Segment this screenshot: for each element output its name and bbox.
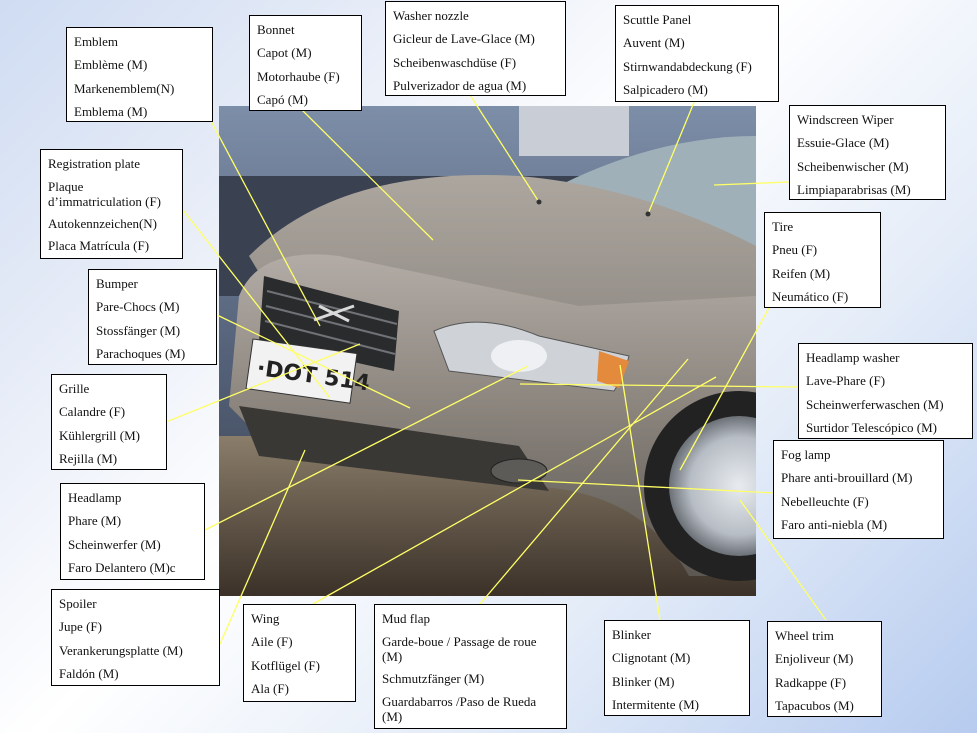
label-washer-fr: Gicleur de Lave-Glace (M) — [393, 31, 535, 46]
label-emblem-title: Emblem — [74, 34, 119, 49]
label-wiper-fr: Essuie-Glace (M) — [797, 135, 890, 150]
label-washer-nozzle: Washer nozzle Gicleur de Lave-Glace (M) … — [385, 1, 566, 96]
label-spoiler-es: Faldón (M) — [59, 666, 119, 681]
label-bumper-title: Bumper — [96, 276, 138, 291]
label-foglamp-fr: Phare anti-brouillard (M) — [781, 470, 913, 485]
foglamp-shape — [490, 458, 548, 484]
label-headlamp-washer: Headlamp washer Lave-Phare (F) Scheinwer… — [798, 343, 973, 439]
label-emblem-es: Emblema (M) — [74, 104, 148, 119]
label-bumper: Bumper Pare-Chocs (M) Stossfänger (M) Pa… — [88, 269, 217, 365]
label-wheeltrim-fr: Enjoliveur (M) — [775, 651, 854, 666]
label-hlwasher-es: Surtidor Telescópico (M) — [806, 420, 937, 435]
label-blinker: Blinker Clignotant (M) Blinker (M) Inter… — [604, 620, 750, 716]
label-registration-fr: Plaque d’immatriculation (F) — [48, 179, 162, 209]
label-grille-es: Rejilla (M) — [59, 451, 118, 466]
label-spoiler-fr: Jupe (F) — [59, 619, 102, 634]
label-scuttle-title: Scuttle Panel — [623, 12, 692, 27]
label-bumper-fr: Pare-Chocs (M) — [96, 299, 180, 314]
label-bonnet: Bonnet Capot (M) Motorhaube (F) Capó (M) — [249, 15, 362, 111]
label-wing-es: Ala (F) — [251, 681, 289, 696]
label-headlamp-fr: Phare (M) — [68, 513, 122, 528]
label-wing: Wing Aile (F) Kotflügel (F) Ala (F) — [243, 604, 356, 702]
label-bumper-es: Parachoques (M) — [96, 346, 186, 361]
label-tire-de: Reifen (M) — [772, 265, 831, 281]
label-blinker-fr: Clignotant (M) — [612, 650, 691, 665]
label-headlamp-es: Faro Delantero (M)c — [68, 560, 176, 575]
label-bonnet-es: Capó (M) — [257, 92, 308, 107]
label-wheeltrim-es: Tapacubos (M) — [775, 698, 854, 713]
label-wheeltrim-title: Wheel trim — [775, 628, 834, 643]
label-spoiler-title: Spoiler — [59, 596, 97, 611]
label-hlwasher-fr: Lave-Phare (F) — [806, 373, 886, 388]
label-spoiler: Spoiler Jupe (F) Verankerungsplatte (M) … — [51, 589, 220, 686]
label-registration-de: Autokennzeichen(N) — [48, 216, 158, 231]
label-wing-fr: Aile (F) — [251, 634, 293, 649]
label-mud-flap: Mud flap Garde-boue / Passage de roue (M… — [374, 604, 567, 729]
label-wiper-es: Limpiaparabrisas (M) — [797, 182, 911, 197]
photo-boat — [519, 106, 629, 156]
label-blinker-es: Intermitente (M) — [612, 697, 699, 712]
label-wheeltrim-de: Radkappe (F) — [775, 674, 847, 690]
label-bonnet-title: Bonnet — [257, 22, 295, 37]
label-foglamp-title: Fog lamp — [781, 447, 831, 462]
label-emblem-de: Markenemblem(N) — [74, 80, 175, 96]
label-blinker-title: Blinker — [612, 627, 651, 642]
label-hlwasher-de: Scheinwerferwaschen (M) — [806, 396, 944, 412]
label-wiper-de: Scheibenwischer (M) — [797, 158, 909, 174]
label-grille: Grille Calandre (F) Kühlergrill (M) Reji… — [51, 374, 167, 470]
label-bonnet-de: Motorhaube (F) — [257, 68, 340, 84]
label-tire-fr: Pneu (F) — [772, 242, 818, 257]
label-mudflap-de: Schmutzfänger (M) — [382, 671, 485, 686]
label-hlwasher-title: Headlamp washer — [806, 350, 900, 365]
label-registration-plate: Registration plate Plaque d’immatriculat… — [40, 149, 183, 259]
label-tire: Tire Pneu (F) Reifen (M) Neumático (F) — [764, 212, 881, 308]
label-wiper-title: Windscreen Wiper — [797, 112, 894, 127]
label-wing-de: Kotflügel (F) — [251, 657, 320, 673]
label-emblem-fr: Emblème (M) — [74, 57, 148, 72]
label-windscreen-wiper: Windscreen Wiper Essuie-Glace (M) Scheib… — [789, 105, 946, 200]
label-scuttle-de: Stirnwandabdeckung (F) — [623, 58, 752, 74]
label-registration-title: Registration plate — [48, 156, 141, 171]
car-photo: ·DOT 514 — [219, 106, 756, 596]
label-headlamp-title: Headlamp — [68, 490, 122, 505]
label-foglamp-es: Faro anti-niebla (M) — [781, 517, 888, 532]
label-registration-es: Placa Matrícula (F) — [48, 238, 150, 253]
label-washer-es: Pulverizador de agua (M) — [393, 78, 527, 93]
label-wing-title: Wing — [251, 611, 280, 626]
label-washer-de: Scheibenwaschdüse (F) — [393, 54, 517, 70]
label-foglamp-de: Nebelleuchte (F) — [781, 493, 869, 509]
label-bumper-de: Stossfänger (M) — [96, 322, 181, 338]
label-mudflap-title: Mud flap — [382, 611, 431, 626]
label-emblem: Emblem Emblème (M) Markenemblem(N) Emble… — [66, 27, 213, 122]
label-tire-es: Neumático (F) — [772, 289, 849, 304]
label-tire-title: Tire — [772, 219, 794, 234]
label-wheel-trim: Wheel trim Enjoliveur (M) Radkappe (F) T… — [767, 621, 882, 717]
label-spoiler-de: Verankerungsplatte (M) — [59, 642, 183, 658]
label-grille-de: Kühlergrill (M) — [59, 427, 140, 443]
label-grille-fr: Calandre (F) — [59, 404, 126, 419]
label-headlamp-de: Scheinwerfer (M) — [68, 536, 161, 552]
label-grille-title: Grille — [59, 381, 90, 396]
label-headlamp: Headlamp Phare (M) Scheinwerfer (M) Faro… — [60, 483, 205, 580]
label-scuttle-fr: Auvent (M) — [623, 35, 685, 50]
label-blinker-de: Blinker (M) — [612, 673, 675, 689]
label-mudflap-fr: Garde-boue / Passage de roue (M) — [382, 634, 537, 664]
label-bonnet-fr: Capot (M) — [257, 45, 312, 60]
label-scuttle-panel: Scuttle Panel Auvent (M) Stirnwandabdeck… — [615, 5, 779, 102]
label-scuttle-es: Salpicadero (M) — [623, 82, 708, 97]
label-washer-title: Washer nozzle — [393, 8, 469, 23]
label-mudflap-es: Guardabarros /Paso de Rueda (M) — [382, 694, 537, 724]
label-fog-lamp: Fog lamp Phare anti-brouillard (M) Nebel… — [773, 440, 944, 539]
